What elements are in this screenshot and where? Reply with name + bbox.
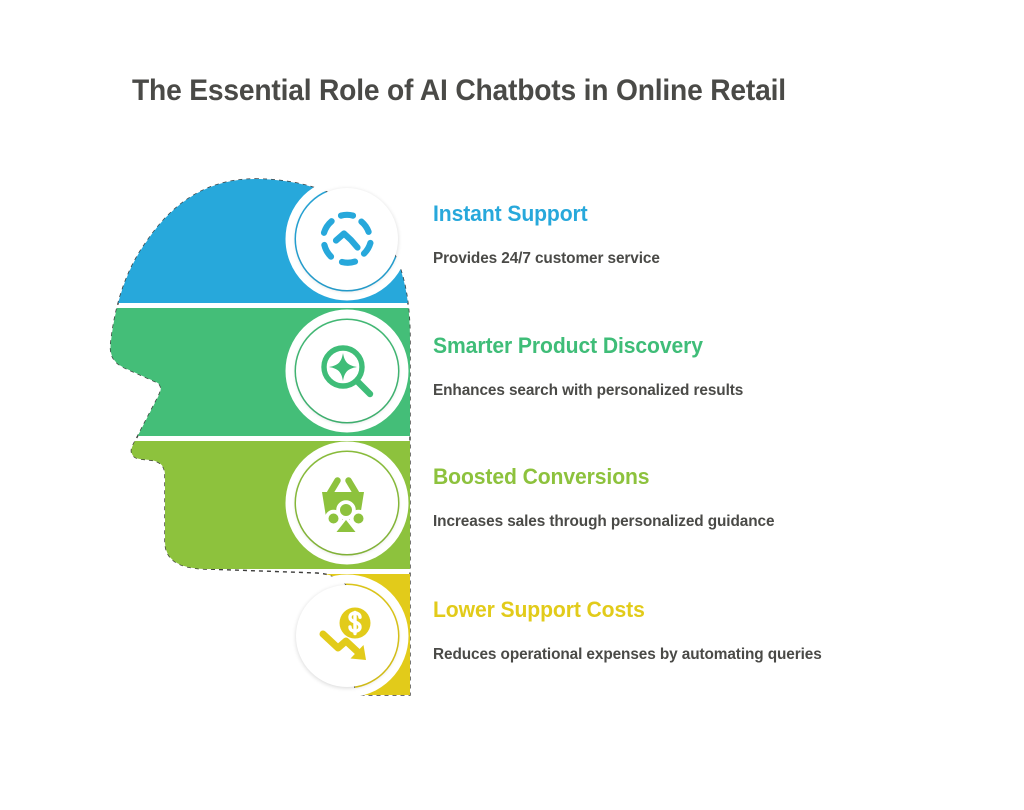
section-instant-support: Instant Support Provides 24/7 customer s…: [433, 200, 993, 270]
section-heading: Instant Support: [433, 201, 588, 226]
section-boosted-conversions: Boosted Conversions Increases sales thro…: [433, 463, 993, 533]
section-smarter-product-discovery: Smarter Product Discovery Enhances searc…: [433, 332, 993, 402]
section-heading: Boosted Conversions: [433, 464, 650, 489]
badge-halo-3: [285, 441, 409, 565]
icon-badge-lower-support-costs[interactable]: [296, 585, 398, 687]
section-description: Provides 24/7 customer service: [433, 250, 660, 267]
chat-support-dashed-circle-icon: [320, 211, 374, 266]
icon-badge-boosted-conversions[interactable]: [296, 452, 398, 554]
badge-halo-1: [285, 177, 409, 301]
shopping-basket-growth-icon: [322, 477, 368, 534]
page-title: The Essential Role of AI Chatbots in Onl…: [132, 74, 786, 107]
section-description: Reduces operational expenses by automati…: [433, 646, 822, 663]
section-lower-support-costs: Lower Support Costs Reduces operational …: [433, 596, 993, 666]
magnifier-sparkle-icon: [321, 345, 374, 398]
section-description: Increases sales through personalized gui…: [433, 513, 775, 530]
icon-badge-product-discovery[interactable]: [296, 320, 398, 422]
badge-halo-2: [285, 309, 409, 433]
dollar-down-arrow-icon: [319, 607, 371, 660]
section-description: Enhances search with personalized result…: [433, 382, 744, 399]
section-heading: Smarter Product Discovery: [433, 333, 703, 358]
badge-halo-4: [285, 574, 409, 698]
icon-badge-instant-support[interactable]: [296, 188, 398, 290]
section-heading: Lower Support Costs: [433, 597, 645, 622]
